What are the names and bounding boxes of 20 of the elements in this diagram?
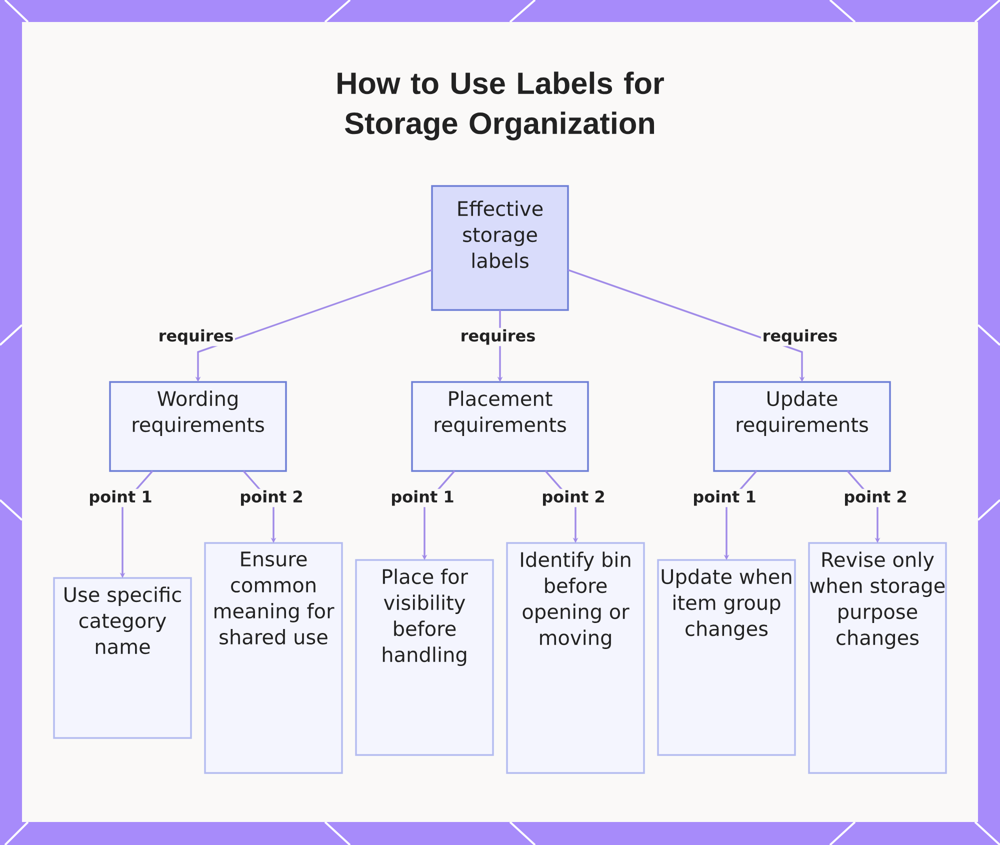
detail-box: Ensure common meaning for shared use: [204, 542, 343, 774]
detail-box: Place for visibility before handling: [355, 559, 494, 756]
edge-label: point 2: [238, 488, 305, 508]
edge-label: requires: [459, 328, 537, 346]
detail-box: Revise only when storage purpose changes: [808, 542, 947, 774]
detail-box: Update when item group changes: [657, 559, 796, 756]
detail-box: Use specific category name: [53, 577, 192, 739]
edge-label: requires: [761, 328, 839, 346]
detail-box: Identify bin before opening or moving: [506, 542, 645, 774]
edge-label: point 1: [389, 488, 456, 508]
edge-label: point 2: [842, 488, 909, 508]
category-box: Wording requirements: [109, 381, 287, 472]
edge-label: point 1: [87, 488, 154, 508]
edge-label: requires: [157, 328, 235, 346]
category-box: Update requirements: [713, 381, 891, 472]
edge-label: point 2: [540, 488, 607, 508]
root-box: Effective storage labels: [431, 185, 569, 311]
category-box: Placement requirements: [411, 381, 589, 472]
title: How to Use Labels for Storage Organization: [338, 72, 664, 140]
edge-label: point 1: [691, 488, 758, 508]
